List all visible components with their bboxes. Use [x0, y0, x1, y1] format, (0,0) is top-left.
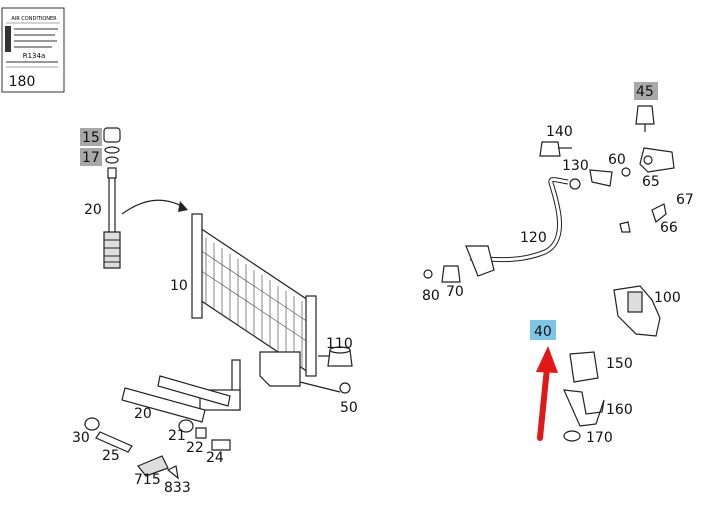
callout-150: 150	[606, 356, 633, 372]
highlight-45	[634, 82, 658, 100]
callout-21: 21	[168, 428, 186, 444]
callout-130: 130	[562, 158, 589, 174]
label-card-title: AIR CONDITIONER	[11, 16, 57, 22]
label-card-refrigerant: R134a	[23, 52, 46, 60]
line-120	[465, 177, 569, 277]
callout-80: 80	[422, 288, 440, 304]
callout-24: 24	[206, 450, 224, 466]
callout-17: 17	[82, 150, 100, 166]
condenser	[191, 213, 317, 411]
red-arrow	[536, 346, 558, 441]
lower-parts	[84, 375, 231, 480]
callout-70: 70	[446, 284, 464, 300]
expansion-valve-group	[539, 105, 675, 233]
callout-22: 22	[186, 440, 204, 456]
label-card-number: 180	[9, 74, 36, 90]
callout-45: 45	[636, 84, 654, 100]
highlight-40	[530, 320, 556, 340]
dryer-assembly	[103, 127, 188, 269]
callout-10: 10	[170, 278, 188, 294]
callout-715: 715	[134, 472, 161, 488]
callout-160: 160	[606, 402, 633, 418]
callout-25: 25	[102, 448, 120, 464]
label-card: AIR CONDITIONER R134a 180	[1, 7, 65, 93]
callout-66: 66	[660, 220, 678, 236]
callout-20-lower: 20	[134, 406, 152, 422]
callout-67: 67	[676, 192, 694, 208]
pressure-line-40	[354, 199, 612, 414]
callout-50: 50	[340, 400, 358, 416]
highlight-17	[80, 148, 102, 166]
callout-120: 120	[520, 230, 547, 246]
callout-40: 40	[534, 324, 552, 340]
clamp-parts	[563, 351, 605, 442]
callout-140: 140	[546, 124, 573, 140]
callout-110: 110	[326, 336, 353, 352]
callout-15: 15	[82, 130, 100, 146]
bracket-100	[613, 285, 661, 337]
callout-20: 20	[84, 202, 102, 218]
callout-170: 170	[586, 430, 613, 446]
callout-65: 65	[642, 174, 660, 190]
nut-washer	[423, 265, 461, 283]
callout-833: 833	[164, 480, 191, 496]
callout-100: 100	[654, 290, 681, 306]
callout-30: 30	[72, 430, 90, 446]
small-fittings	[299, 346, 353, 394]
highlight-15	[80, 128, 102, 146]
callout-60: 60	[608, 152, 626, 168]
